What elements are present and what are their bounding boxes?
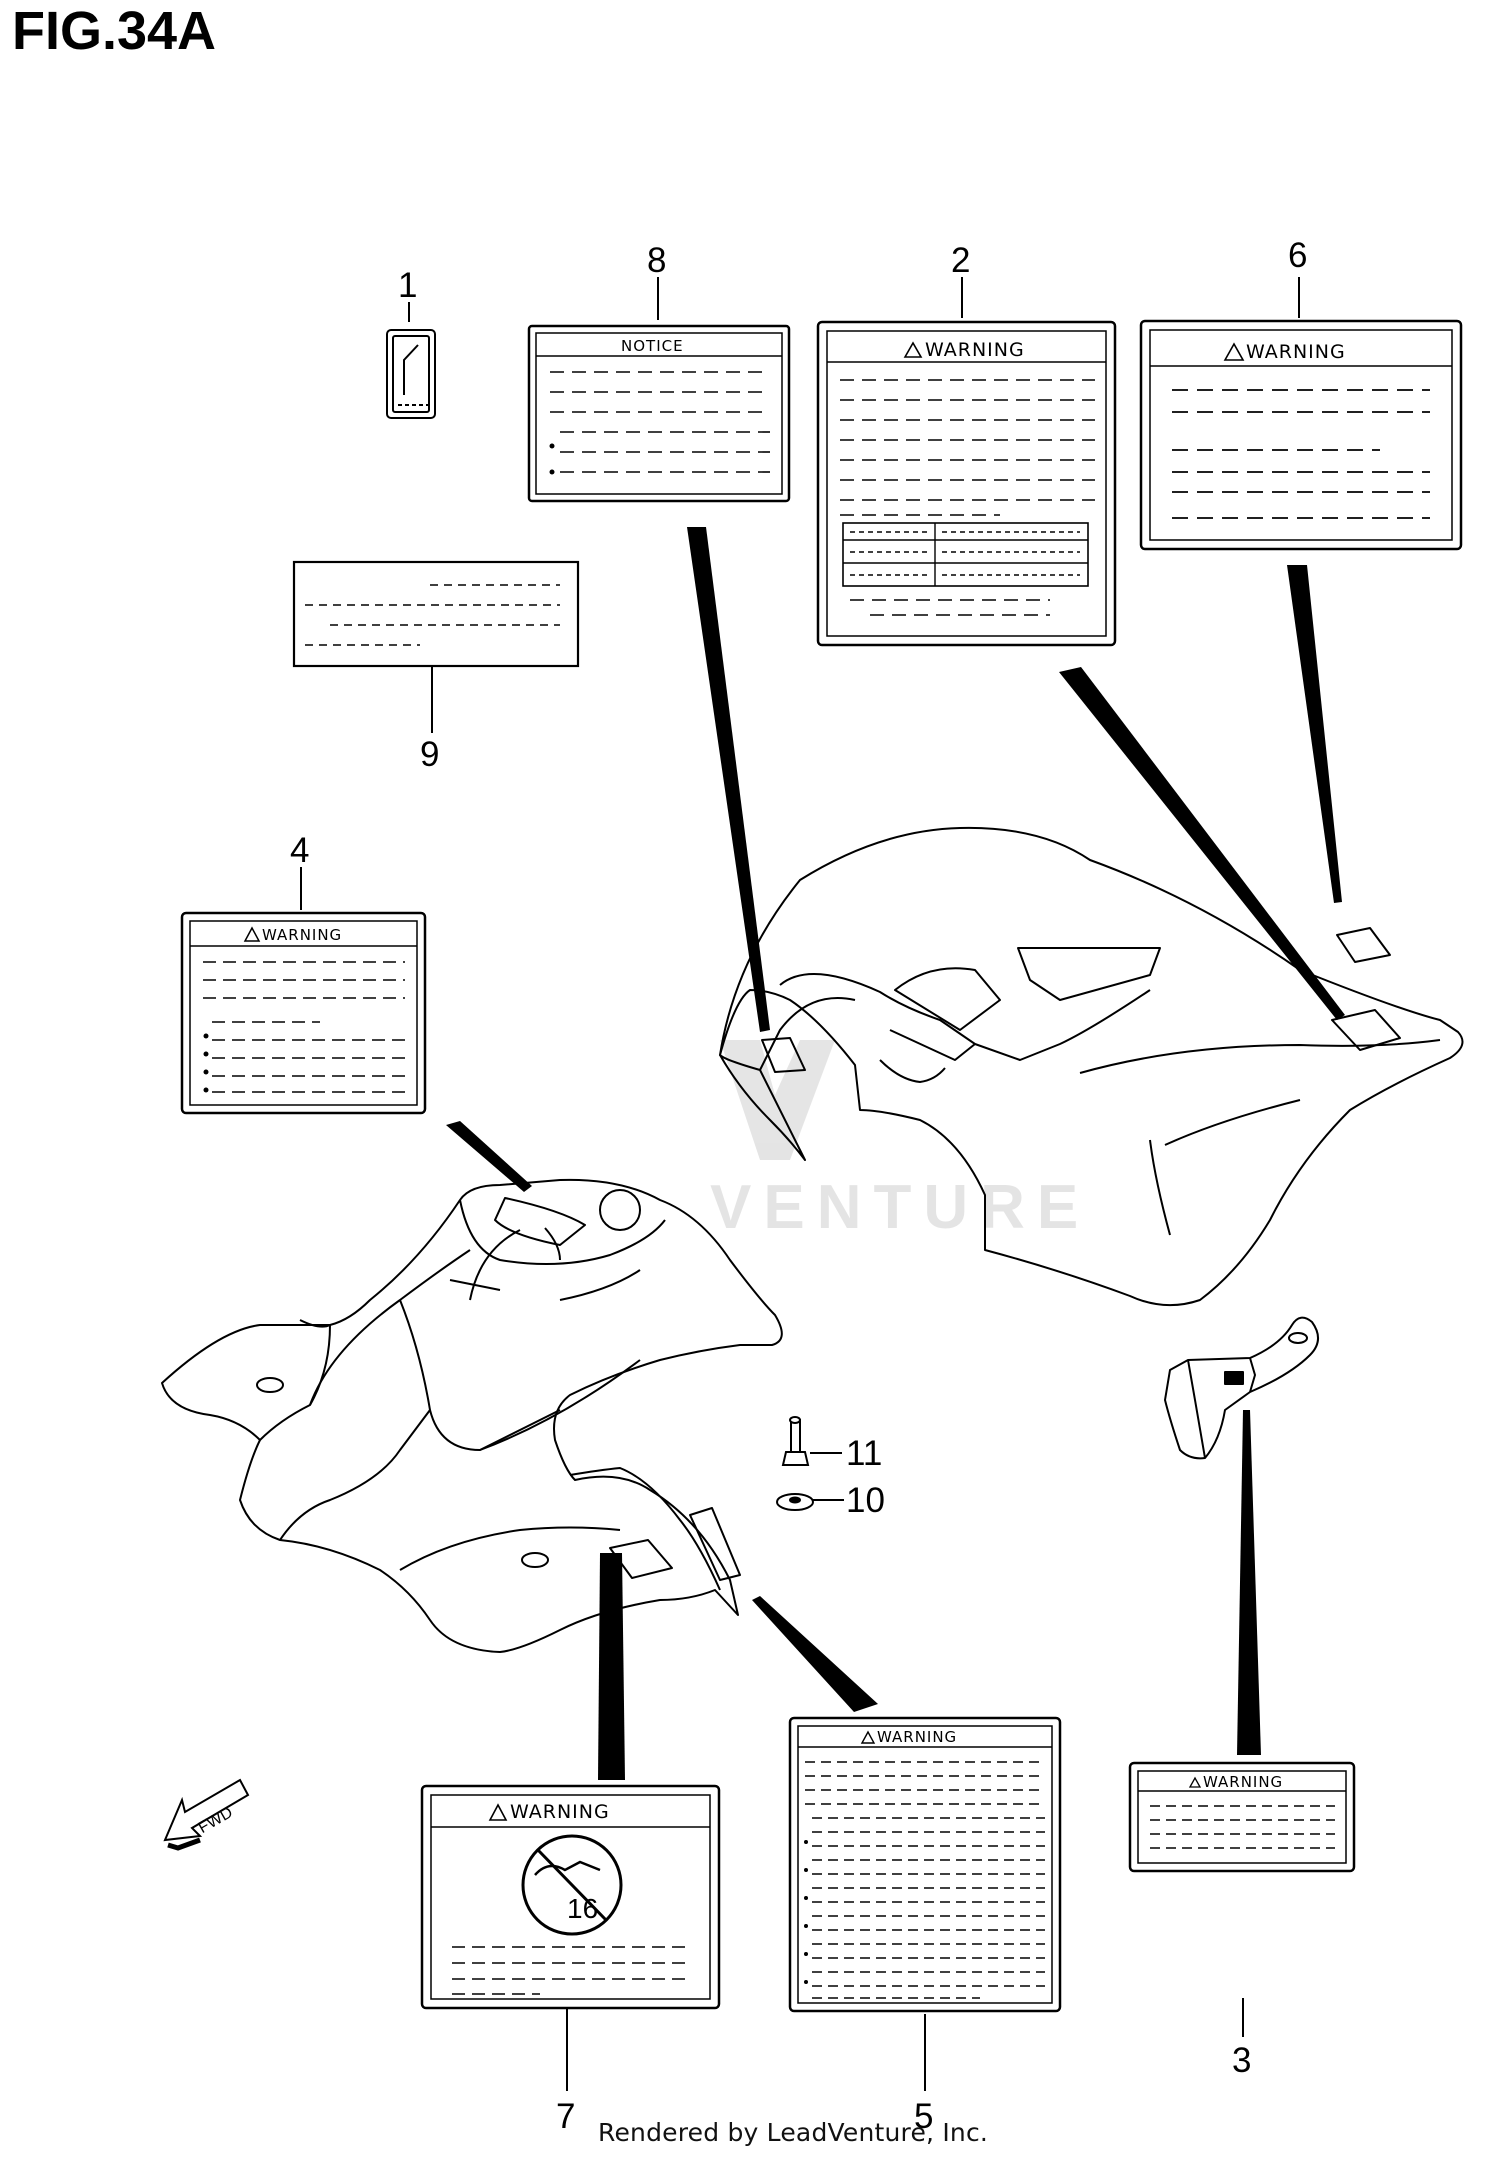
label-7-warning: WARNING 16	[420, 1784, 721, 2010]
label-3-warning: WARNING	[1128, 1761, 1356, 1873]
wedge-6	[1287, 565, 1342, 903]
warning-triangle-icon	[1223, 342, 1245, 361]
label-9	[292, 560, 580, 668]
callout-2: 2	[951, 241, 970, 280]
label-2-warning: WARNING	[816, 320, 1117, 647]
label-1	[386, 329, 436, 419]
warning-triangle-icon	[903, 341, 923, 358]
decal-slot	[1336, 927, 1391, 963]
warning-2-title: WARNING	[925, 339, 1025, 361]
wedge-7	[598, 1553, 625, 1780]
decal-slot	[761, 1037, 806, 1073]
warning-6-title: WARNING	[1246, 341, 1346, 363]
figure-title: FIG.34A	[12, 1, 217, 61]
callout-5: 5	[914, 2097, 933, 2136]
washer-10	[776, 1493, 814, 1511]
warning-5-title: WARNING	[877, 1728, 957, 1746]
decal-slot	[609, 1539, 673, 1579]
warning-triangle-icon	[488, 1803, 508, 1821]
label-8-notice: NOTICE	[527, 324, 791, 503]
callout-10: 10	[846, 1481, 885, 1520]
warning-triangle-icon	[860, 1730, 876, 1744]
label-4-warning: WARNING	[180, 911, 427, 1115]
notice-title: NOTICE	[621, 337, 684, 355]
rear-fender	[719, 826, 1464, 1307]
no-rider-age: 16	[567, 1893, 598, 1924]
front-fender	[161, 1178, 783, 1653]
warning-triangle-icon	[243, 926, 261, 942]
callout-4: 4	[290, 831, 309, 870]
warning-3-title: WARNING	[1203, 1773, 1283, 1791]
wedge-8	[687, 527, 770, 1032]
watermark-logo-icon	[720, 1040, 835, 1160]
callout-9: 9	[420, 735, 439, 774]
label-6-warning: WARNING	[1139, 319, 1463, 551]
watermark: VENTURE	[710, 1040, 1090, 1242]
wedge-pointers	[446, 527, 1345, 1780]
wedge-5	[752, 1596, 878, 1712]
wedge-4	[446, 1121, 532, 1192]
callout-group	[300, 277, 1300, 2091]
warning-triangle-icon	[1188, 1776, 1202, 1788]
decal-slot	[1331, 1009, 1401, 1051]
wedge-3	[1237, 1410, 1261, 1755]
no-rider-icon: 16	[521, 1834, 623, 1936]
fwd-arrow-icon: FWD	[163, 1778, 250, 1851]
callout-8: 8	[647, 241, 666, 280]
callout-3: 3	[1232, 2041, 1251, 2080]
callout-6: 6	[1288, 236, 1307, 275]
label-5-warning: WARNING	[788, 1716, 1062, 2013]
wedge-2	[1059, 667, 1345, 1020]
bolt-11	[781, 1416, 810, 1466]
watermark-text: VENTURE	[710, 1173, 1090, 1242]
render-credit: Rendered by LeadVenture, Inc.	[598, 2118, 989, 2147]
callout-11: 11	[846, 1434, 882, 1473]
callout-numbers: 1 2 3 4 5 6 7 8 9 10 11	[290, 236, 1307, 2136]
warning-7-title: WARNING	[510, 1801, 610, 1823]
decal-slot	[689, 1507, 741, 1581]
callout-1: 1	[398, 266, 417, 305]
warning-4-title: WARNING	[262, 926, 342, 944]
callout-7: 7	[556, 2097, 575, 2136]
bracket-3	[1164, 1316, 1319, 1460]
